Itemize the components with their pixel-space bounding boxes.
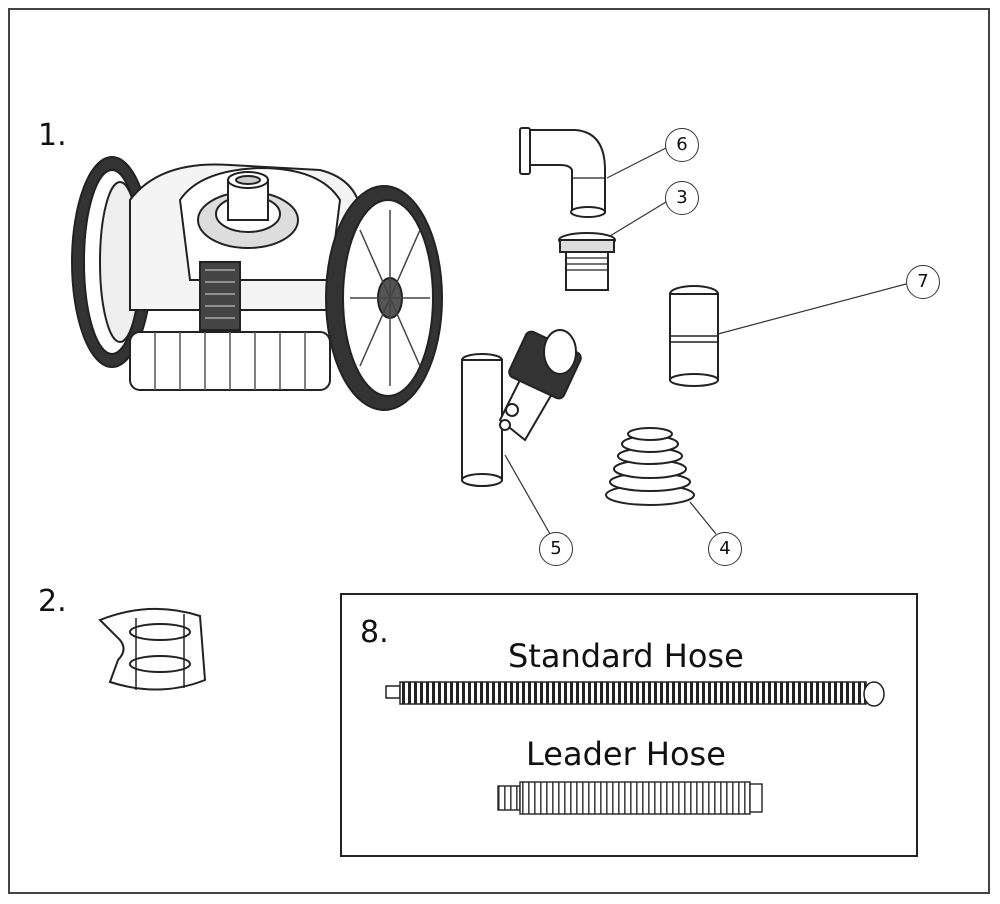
right-wheel (325, 185, 443, 411)
callout-3: 3 (665, 181, 699, 215)
pool-cleaner (71, 156, 443, 411)
part-number-1: 1. (38, 118, 67, 153)
hose-section: 8. Standard Hose Leader Hose (340, 593, 918, 857)
callout-6: 6 (665, 128, 699, 162)
leader-7 (717, 283, 907, 335)
leader-5 (504, 454, 551, 535)
leader-hose-label: Leader Hose (526, 735, 726, 773)
coupling-fitting (558, 232, 616, 291)
regulator-valve (461, 329, 582, 487)
leader-4 (689, 501, 717, 535)
diagram-frame (8, 8, 990, 894)
callout-4: 4 (708, 532, 742, 566)
tube-connector (669, 285, 719, 387)
callout-7: 7 (906, 265, 940, 299)
cone-diaphragm (605, 427, 695, 506)
standard-hose-label: Standard Hose (508, 637, 744, 675)
leader-3 (609, 201, 667, 237)
part-number-8: 8. (360, 615, 389, 650)
elbow-fitting (519, 127, 606, 218)
standard-hose (385, 681, 885, 707)
callout-5: 5 (539, 532, 573, 566)
clip-ring (98, 607, 207, 691)
part-number-2: 2. (38, 584, 67, 619)
leader-6 (606, 147, 667, 179)
leader-hose (497, 781, 763, 815)
